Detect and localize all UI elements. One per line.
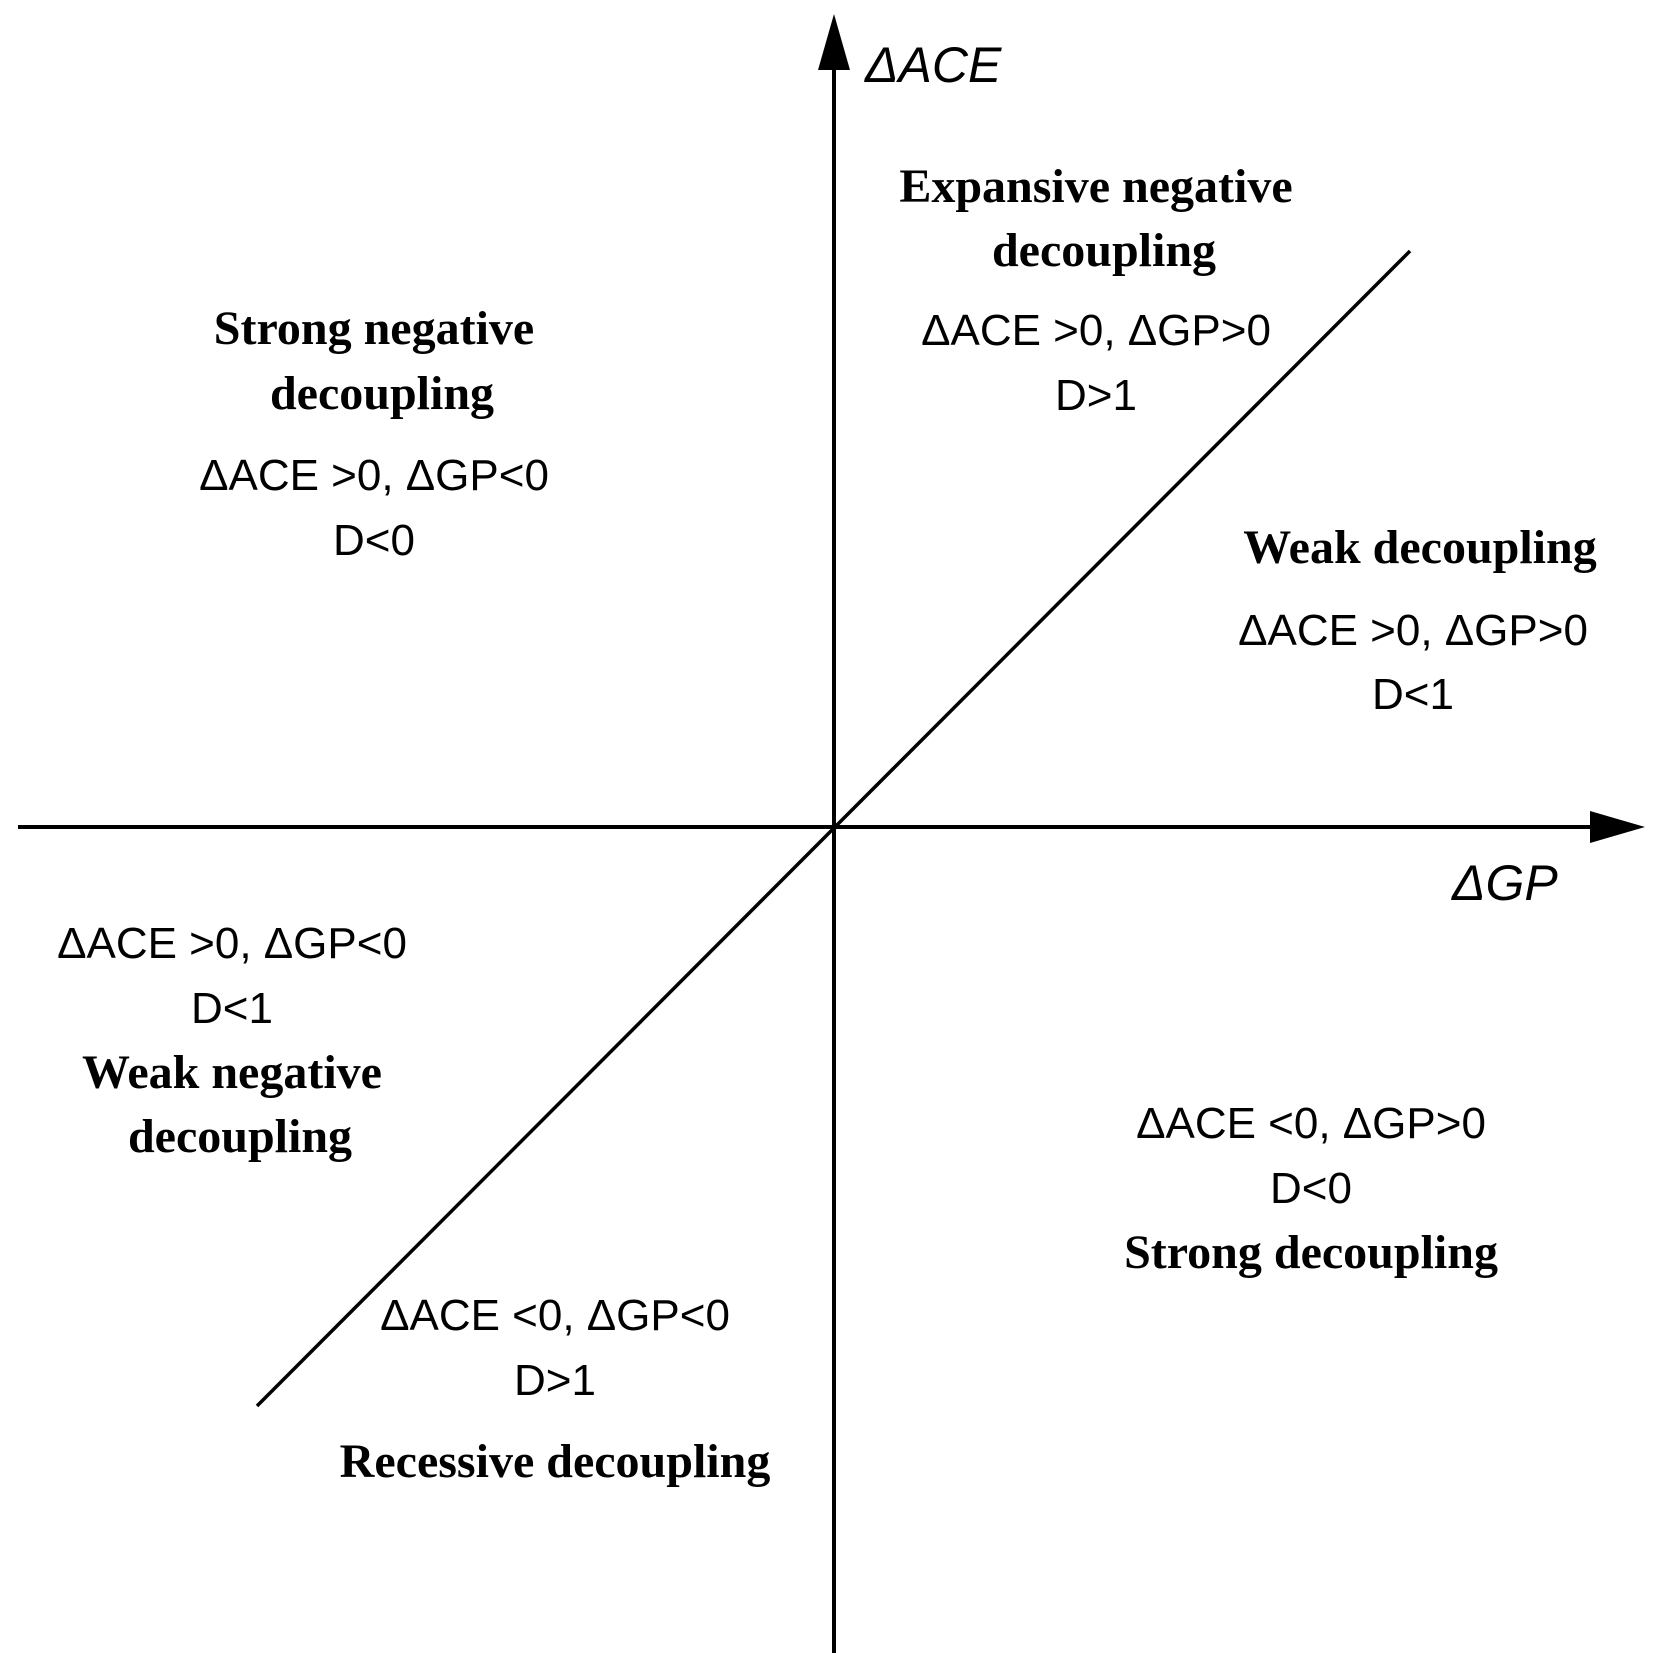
region-title-line: Strong decoupling (1124, 1226, 1498, 1279)
x-axis-arrowhead (1590, 811, 1645, 843)
x-axis-label: ΔGP (1451, 855, 1558, 911)
diagonal-reference-line (255, 249, 1412, 1408)
region-condition: ΔACE <0, ΔGP<0 (380, 1291, 730, 1340)
region-title-line: Weak decoupling (1243, 521, 1596, 574)
region-title-line: Strong negative (214, 302, 534, 355)
region-strong-decoupling: ΔACE <0, ΔGP>0 D<0 Strong decoupling (1124, 1099, 1498, 1279)
region-condition: ΔACE <0, ΔGP>0 (1136, 1099, 1486, 1148)
region-d-value: D<1 (1372, 670, 1454, 719)
region-d-value: D>1 (1055, 371, 1137, 420)
region-strong-negative-decoupling: Strong negative decoupling ΔACE >0, ΔGP<… (199, 302, 549, 565)
region-d-value: D<0 (1270, 1164, 1352, 1213)
region-weak-negative-decoupling: ΔACE >0, ΔGP<0 D<1 Weak negative decoupl… (57, 919, 407, 1163)
region-condition: ΔACE >0, ΔGP>0 (921, 306, 1271, 355)
region-condition: ΔACE >0, ΔGP<0 (57, 919, 407, 968)
region-d-value: D<0 (333, 516, 415, 565)
region-recessive-decoupling: ΔACE <0, ΔGP<0 D>1 Recessive decoupling (340, 1291, 771, 1488)
region-condition: ΔACE >0, ΔGP<0 (199, 451, 549, 500)
region-expansive-negative-decoupling: Expansive negative decoupling ΔACE >0, Δ… (899, 160, 1292, 420)
y-axis-label: ΔACE (864, 37, 1002, 93)
region-d-value: D<1 (191, 984, 273, 1033)
region-title-line: decoupling (992, 224, 1216, 277)
y-axis-arrowhead (818, 14, 850, 70)
region-weak-decoupling: Weak decoupling ΔACE >0, ΔGP>0 D<1 (1238, 521, 1597, 719)
region-title-line: Weak negative (82, 1046, 382, 1099)
region-title-line: Recessive decoupling (340, 1435, 771, 1488)
region-title-line: Expansive negative (899, 160, 1292, 213)
region-d-value: D>1 (514, 1356, 596, 1405)
region-condition: ΔACE >0, ΔGP>0 (1238, 606, 1588, 655)
region-title-line: decoupling (128, 1110, 352, 1163)
region-title-line: decoupling (270, 367, 494, 420)
